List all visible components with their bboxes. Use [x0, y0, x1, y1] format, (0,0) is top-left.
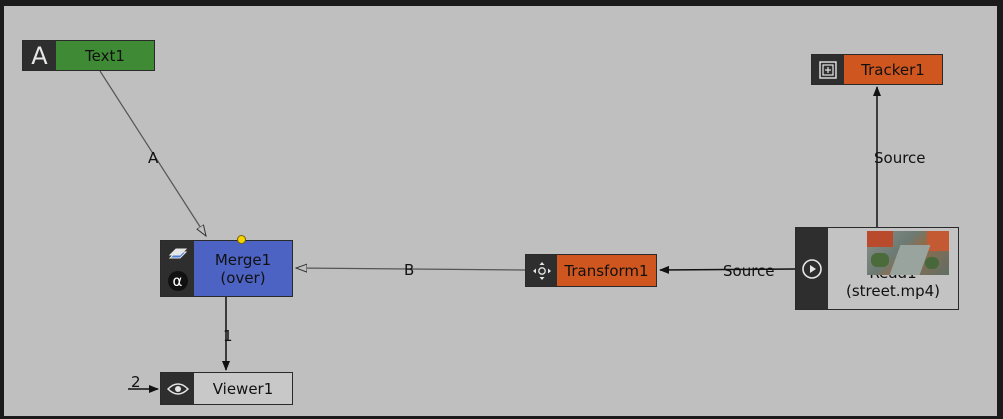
- node-viewer1[interactable]: Viewer1: [160, 372, 293, 405]
- merge-mask-input-knob[interactable]: [237, 235, 246, 244]
- street-thumbnail: [867, 231, 949, 275]
- node-viewer1-label: Viewer1: [194, 373, 292, 404]
- node-merge1-body: Merge1 (over): [194, 241, 292, 296]
- wire-label-source-tracker: Source: [874, 149, 926, 167]
- node-read1[interactable]: Read1 (street.mp4): [795, 227, 959, 310]
- merge-icon-column: α: [161, 241, 194, 296]
- node-transform1[interactable]: Transform1: [525, 254, 657, 287]
- node-merge1[interactable]: α Merge1 (over): [160, 240, 293, 297]
- wire-read-to-transform[interactable]: [659, 265, 796, 274]
- wire-label-source-transform: Source: [723, 262, 775, 280]
- frame-border-right: [997, 0, 1003, 419]
- wire-label-1: 1: [223, 327, 233, 345]
- node-text1-label: Text1: [56, 41, 154, 70]
- text-A-icon: A: [23, 41, 56, 70]
- wire-label-2: 2: [131, 373, 141, 391]
- node-merge1-operation: (over): [220, 268, 266, 287]
- wire-text-to-merge[interactable]: [99, 70, 206, 236]
- node-tracker1-label: Tracker1: [844, 55, 942, 84]
- frame-border-bottom: [0, 416, 1003, 419]
- alpha-icon: α: [167, 270, 188, 291]
- frame-border-top: [0, 0, 1003, 6]
- node-read1-file: (street.mp4): [845, 282, 941, 300]
- play-icon: [796, 228, 828, 309]
- node-tracker1[interactable]: Tracker1: [811, 54, 943, 85]
- wire-transform-to-merge[interactable]: [296, 268, 526, 270]
- wire-label-b: B: [404, 261, 415, 279]
- wire-label-a: A: [148, 149, 159, 167]
- node-merge1-name: Merge1: [214, 250, 272, 269]
- merge-layers-icon: [168, 247, 188, 267]
- transform-move-icon: [526, 255, 557, 286]
- node-read1-body: Read1 (street.mp4): [828, 228, 958, 309]
- alpha-glyph: α: [172, 271, 183, 290]
- frame-border-left: [0, 0, 4, 419]
- eye-icon: [161, 373, 194, 404]
- node-transform1-label: Transform1: [557, 255, 656, 286]
- tracker-icon: [812, 55, 844, 84]
- node-text1[interactable]: A Text1: [22, 40, 155, 71]
